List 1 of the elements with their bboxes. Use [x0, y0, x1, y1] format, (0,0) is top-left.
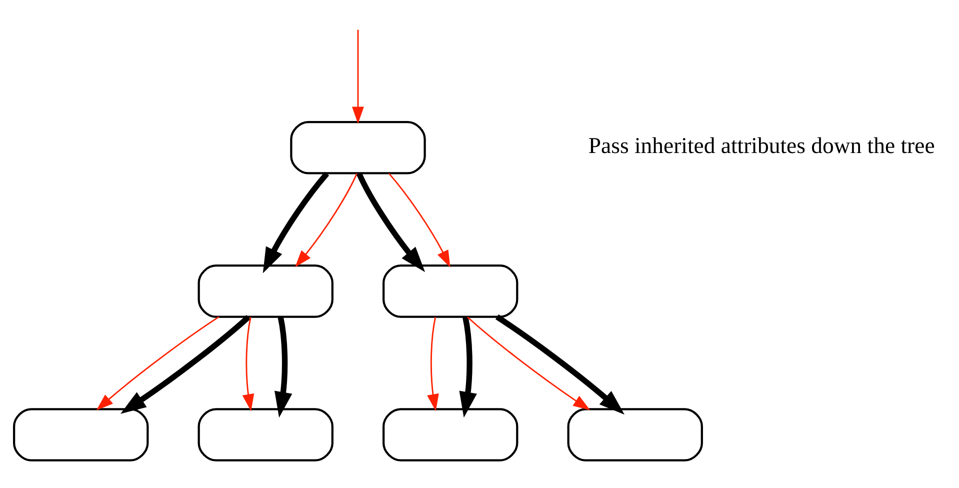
- label: Pass inherited attributes down the tree: [588, 132, 935, 158]
